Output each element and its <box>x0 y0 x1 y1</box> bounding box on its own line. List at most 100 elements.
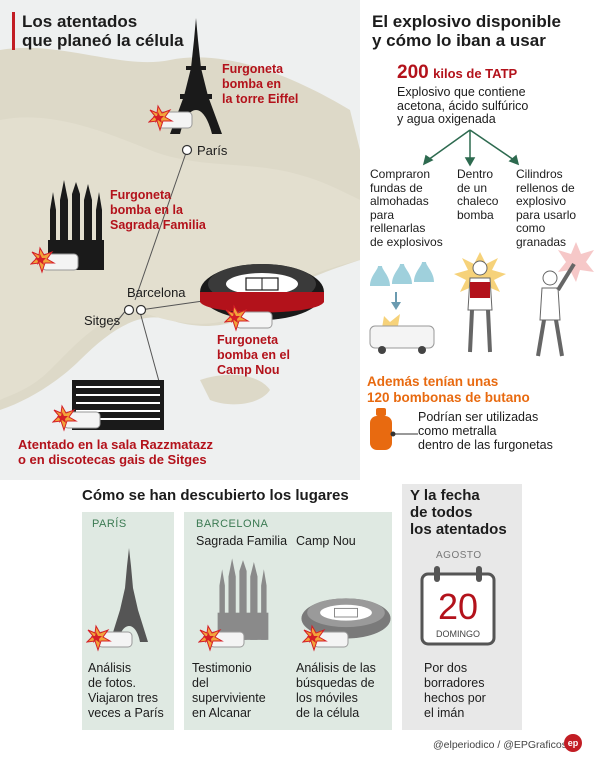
text-line: Podrían ser utilizadas <box>418 410 539 424</box>
calendar-weekday: DOMINGO <box>436 629 480 639</box>
campnou-target-label: Furgoneta bomba en el Camp Nou <box>217 333 290 378</box>
razzmatazz-building-icon <box>72 380 164 430</box>
text-line: y agua oxigenada <box>397 112 496 126</box>
sagrada-discovery-text: Testimonio del superviviente en Alcanar <box>192 661 266 721</box>
city-paris-label: París <box>197 143 228 158</box>
van-explosion-icon <box>148 104 193 132</box>
eiffel-tower-icon <box>170 18 222 134</box>
text-line: chaleco <box>457 194 499 208</box>
text-line: como <box>516 221 546 235</box>
text-line: de fotos. <box>88 676 136 690</box>
explosive-composition: Explosivo que contiene acetona, ácido su… <box>397 85 577 127</box>
text-line: Análisis de las <box>296 661 376 675</box>
amount-unit: kilos de TATP <box>433 66 518 81</box>
use-vest-text: Dentro de un chaleco bomba <box>457 167 517 222</box>
text-line: búsquedas de <box>296 676 375 690</box>
title-line: y cómo lo iban a usar <box>372 31 546 50</box>
text-line: como metralla <box>418 424 497 438</box>
text-line: el imán <box>424 706 465 720</box>
eiffel-target-label: Furgoneta bomba en la torre Eiffel <box>222 62 298 107</box>
van-explosion-icon <box>86 624 133 652</box>
text-line: 120 bombonas de butano <box>367 390 530 405</box>
text-line: Análisis <box>88 661 132 675</box>
use-pillows-text: Compraron fundas de almohadas para relle… <box>370 167 460 249</box>
sagrada-sublabel: Sagrada Familia <box>196 534 288 548</box>
map-title: Los atentados que planeó la célula <box>12 12 212 50</box>
van-explosion-icon <box>198 624 245 652</box>
text-line: Además tenían unas <box>367 374 499 389</box>
calendar-icon <box>420 566 496 646</box>
text-line: rellenarlas <box>370 221 426 235</box>
van-explosion-icon <box>52 404 101 432</box>
calendar-month: AGOSTO <box>436 550 482 561</box>
branch-arrows <box>422 129 520 167</box>
text-line: granadas <box>516 234 567 249</box>
text-line: superviviente <box>192 691 266 705</box>
eiffel-tower-icon <box>110 548 148 642</box>
camp-nou-stadium-icon <box>200 264 324 320</box>
date-title: Y la fecha de todos los atentados <box>410 487 507 538</box>
butane-bottle-icon <box>370 408 392 450</box>
text-line: Y la fecha <box>410 487 480 504</box>
text-line: dentro de las furgonetas <box>418 438 553 452</box>
calendar-day: 20 <box>437 586 479 627</box>
razzmatazz-target-label: Atentado en la sala Razzmatazz o en disc… <box>18 437 213 467</box>
text-line: acetona, ácido sulfúrico <box>397 98 529 113</box>
grenade-thrower-icon <box>536 242 594 357</box>
text-line: para usarlo <box>516 207 577 222</box>
text-line: Viajaron tres <box>88 691 158 705</box>
map-illustration <box>0 0 360 480</box>
barcelona-panel-label: BARCELONA <box>196 518 269 530</box>
text-line: Dentro <box>457 167 494 181</box>
text-line: Cilindros <box>516 167 563 181</box>
camp-nou-stadium-icon <box>301 598 391 639</box>
text-line: veces a París <box>88 706 164 720</box>
label-line: Sagrada Familia <box>110 218 206 232</box>
text-line: los móviles <box>296 691 358 705</box>
city-sitges-label: Sitges <box>84 313 121 328</box>
text-line: del <box>192 676 209 690</box>
date-description: Por dos borradores hechos por el imán <box>424 661 486 721</box>
footer-credits: @elperiodico / @EPGraficos <box>433 739 567 751</box>
text-line: fundas de <box>370 180 423 195</box>
paris-panel-label: PARÍS <box>92 518 127 530</box>
butane-title: Además tenían unas 120 bombonas de butan… <box>367 374 530 406</box>
explosive-bags-icon <box>369 262 435 354</box>
label-line: Furgoneta <box>110 188 172 202</box>
campnou-discovery-text: Análisis de las búsquedas de los móviles… <box>296 661 376 721</box>
label-line: bomba en <box>222 77 282 91</box>
discovery-title: Cómo se han descubierto los lugares <box>82 487 349 504</box>
label-line: o en discotecas gais de Sitges <box>18 452 207 467</box>
text-line: Por dos <box>424 661 468 675</box>
label-line: Atentado en la sala Razzmatazz <box>18 437 214 452</box>
city-barcelona-label: Barcelona <box>127 285 186 300</box>
label-line: bomba en la <box>110 203 183 217</box>
label-line: Camp Nou <box>217 363 280 377</box>
use-grenades-text: Cilindros rellenos de explosivo para usa… <box>516 167 598 249</box>
van-explosion-icon <box>30 246 79 274</box>
text-line: bomba <box>457 207 494 222</box>
ep-logo: ep <box>564 734 582 752</box>
text-line: los atentados <box>410 521 507 538</box>
label-line: Furgoneta <box>217 333 279 347</box>
van-explosion-icon <box>224 304 273 332</box>
text-line: Testimonio <box>192 661 252 675</box>
text-line: Explosivo que contiene <box>397 85 526 99</box>
butane-pointer-line <box>390 431 418 437</box>
butane-description: Podrían ser utilizadas como metralla den… <box>418 410 598 452</box>
text-line: de un <box>457 180 488 195</box>
campnou-sublabel: Camp Nou <box>296 534 356 548</box>
sagrada-target-label: Furgoneta bomba en la Sagrada Familia <box>110 188 206 233</box>
label-line: la torre Eiffel <box>222 92 299 106</box>
paris-discovery-text: Análisis de fotos. Viajaron tres veces a… <box>88 661 164 721</box>
ep-logo-text: ep <box>567 738 579 748</box>
label-line: bomba en el <box>217 348 290 362</box>
map-title-line: Los atentados <box>22 12 138 31</box>
explosive-amount: 200 kilos de TATP <box>397 62 517 84</box>
label-line: Furgoneta <box>222 62 284 76</box>
text-line: rellenos de <box>516 180 575 195</box>
text-line: borradores <box>424 676 485 690</box>
amount-number: 200 <box>397 62 429 83</box>
text-line: de explosivos <box>370 234 443 249</box>
text-line: explosivo <box>516 194 567 208</box>
